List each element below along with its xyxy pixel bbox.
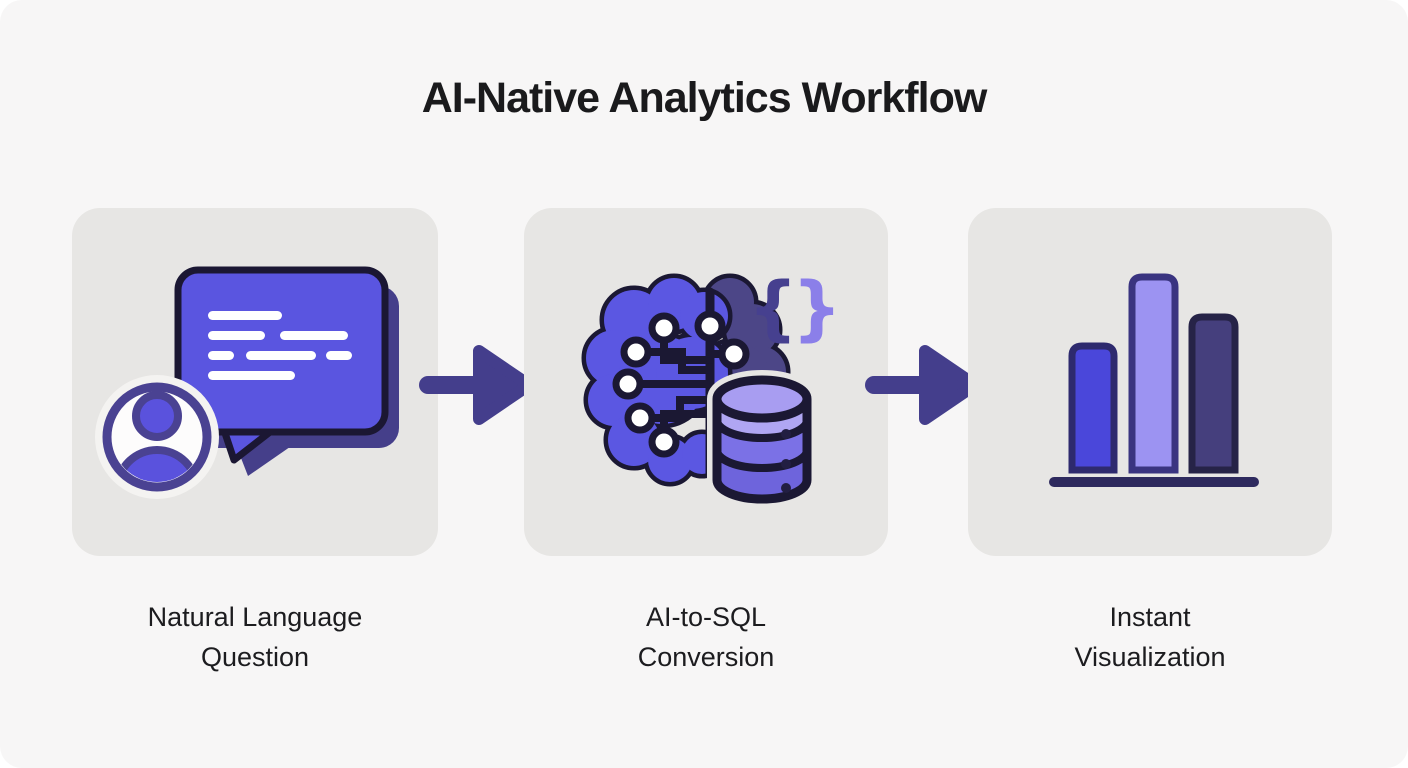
label-line: Instant	[1109, 602, 1191, 632]
step-card-natural-language	[72, 208, 438, 556]
bar-medium	[1068, 342, 1118, 474]
bubble-text-lines	[208, 311, 352, 380]
label-line: Conversion	[637, 642, 775, 672]
step-label-natural-language: Natural Language Question	[72, 597, 438, 677]
circuit-nodes	[612, 310, 750, 458]
user-chat-bubble-icon	[95, 266, 399, 499]
database-dots	[781, 429, 791, 493]
step-label-visualization: Instant Visualization	[968, 597, 1332, 677]
step-card-ai-to-sql: { }	[524, 208, 888, 556]
label-line: Natural Language	[147, 602, 363, 632]
page-title: AI-Native Analytics Workflow	[421, 74, 988, 122]
chart-baseline	[1049, 477, 1259, 487]
label-line: AI-to-SQL	[645, 602, 767, 632]
user-avatar-icon	[95, 375, 219, 499]
bar-chart-icon	[1049, 273, 1259, 487]
bar-tall	[1128, 273, 1179, 474]
open-brace-icon: {	[748, 267, 798, 349]
label-line: Question	[200, 642, 310, 672]
step-card-visualization	[968, 208, 1332, 556]
ai-brain-database-icon: { }	[581, 267, 842, 509]
database-icon	[712, 375, 812, 504]
step-label-ai-to-sql: AI-to-SQL Conversion	[524, 597, 888, 677]
arrow-right-icon	[865, 345, 981, 425]
close-brace-icon: }	[792, 267, 842, 349]
arrow-right-icon	[419, 345, 535, 425]
bar-dark	[1188, 313, 1239, 474]
label-line: Visualization	[1074, 642, 1226, 672]
